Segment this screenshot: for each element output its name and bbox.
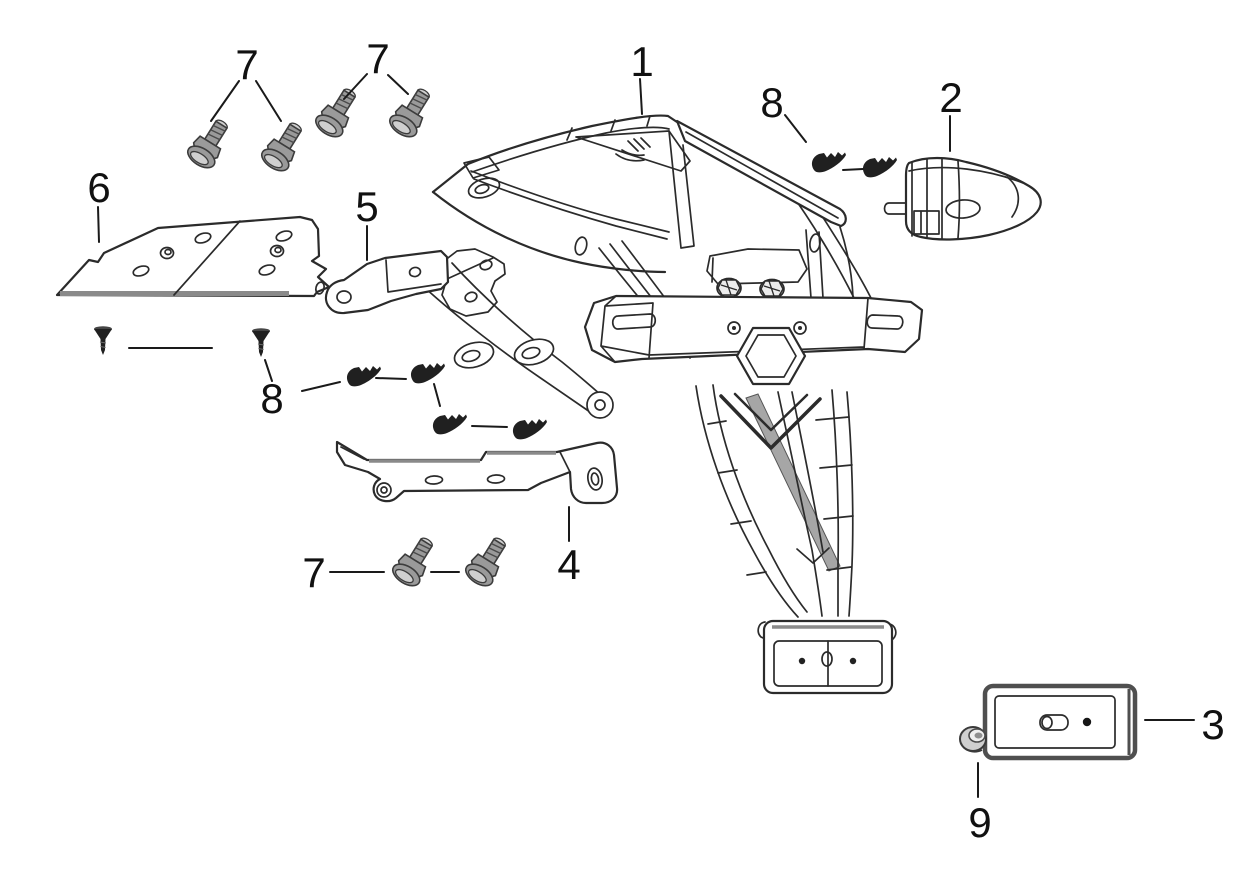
embedded-hex-bolt	[716, 277, 742, 299]
callout-2: 2	[939, 74, 962, 121]
part-4-lower-bracket	[335, 440, 619, 505]
part-1-tail-bracket-assembly	[423, 114, 924, 695]
hexagon-boss	[727, 321, 807, 386]
callout-7-bottom: 7	[302, 549, 325, 596]
part-2-tail-light-unit	[883, 156, 1042, 241]
part-6-heat-shield-plate	[55, 215, 331, 298]
leader-lines	[97, 73, 1195, 798]
part-9-grommet-nut	[959, 726, 987, 753]
lower-leg	[695, 384, 854, 618]
callout-7-top-left: 7	[235, 41, 258, 88]
callout-5: 5	[355, 183, 378, 230]
callout-7-top-right: 7	[366, 35, 389, 82]
callout-6: 6	[87, 164, 110, 211]
callout-4: 4	[557, 541, 580, 588]
callout-3: 3	[1201, 701, 1224, 748]
upper-mount-block	[706, 248, 808, 300]
callout-9: 9	[968, 799, 991, 846]
bulb-icon	[1039, 714, 1069, 731]
curved-support-arm	[423, 262, 614, 419]
part-3-license-plate-light	[982, 683, 1138, 761]
wing-grille-detail	[615, 137, 651, 162]
callout-8-middle: 8	[260, 375, 283, 422]
callout-labels: 1 2 3 4 5 6 7 7 7 8 8 9	[87, 35, 1224, 846]
callout-8-top: 8	[760, 79, 783, 126]
plate-holder	[757, 619, 897, 695]
center-mount-bracket	[441, 248, 506, 317]
right-blade	[675, 119, 847, 228]
part-5-support-bracket	[324, 249, 450, 315]
tail-wing	[431, 114, 847, 274]
callout-1: 1	[630, 38, 653, 85]
embedded-hex-bolt	[759, 278, 785, 300]
